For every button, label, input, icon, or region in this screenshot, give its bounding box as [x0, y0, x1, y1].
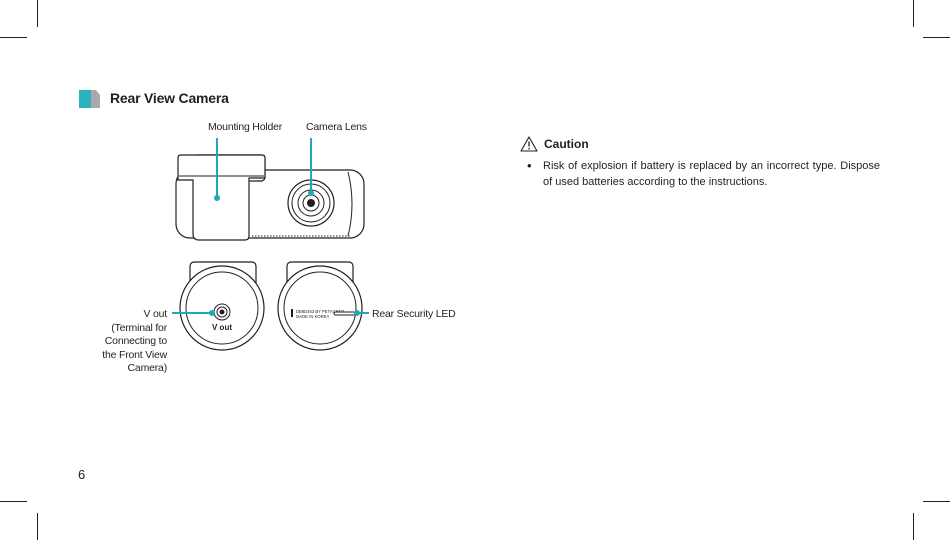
- crop-mark-bottom-right-v: [913, 513, 914, 540]
- caution-list: Risk of explosion if battery is replaced…: [520, 158, 880, 190]
- v-out-port: [219, 309, 225, 315]
- camera-side-view: [175, 154, 365, 241]
- caution-heading: Caution: [520, 136, 880, 152]
- label-v-out: V out (Terminal for Connecting to the Fr…: [92, 308, 167, 376]
- camera-lens: [307, 199, 315, 207]
- label-mounting-holder: Mounting Holder: [208, 121, 283, 133]
- label-v-out-line: (Terminal for: [111, 321, 167, 334]
- page-number: 6: [78, 467, 86, 482]
- v-out-port-label: V out: [212, 323, 232, 332]
- warning-triangle-icon: [520, 136, 538, 152]
- crop-mark-top-right-h: [923, 37, 950, 38]
- label-v-out-line: V out: [143, 308, 167, 320]
- label-v-out-line: Connecting to: [104, 335, 167, 347]
- label-rear-security-led: Rear Security LED: [372, 308, 456, 320]
- crop-mark-bottom-right-h: [923, 501, 950, 502]
- device-label-line1: DB8D463 BY PETAGENT: [296, 309, 345, 314]
- label-camera-lens: Camera Lens: [306, 121, 367, 133]
- section-title: Rear View Camera: [110, 90, 229, 106]
- crop-mark-bottom-left-v: [37, 513, 38, 540]
- crop-mark-top-left-v: [37, 0, 38, 27]
- section-marker-icon: [79, 90, 100, 108]
- caution-block: Caution Risk of explosion if battery is …: [520, 136, 880, 190]
- label-v-out-line: Camera): [127, 362, 168, 374]
- caution-title: Caution: [544, 137, 589, 151]
- crop-mark-bottom-left-h: [0, 501, 27, 502]
- crop-mark-top-left-h: [0, 37, 27, 38]
- camera-rear-view-left: V out: [179, 261, 265, 351]
- crop-mark-top-right-v: [913, 0, 914, 27]
- device-label-line2: MADE IN KOREA: [296, 314, 329, 319]
- callout-lines: [172, 138, 369, 316]
- label-v-out-line: the Front View: [102, 348, 167, 361]
- camera-rear-view-right: DB8D463 BY PETAGENT MADE IN KOREA: [277, 261, 363, 351]
- rear-security-led: [333, 311, 357, 316]
- caution-item: Risk of explosion if battery is replaced…: [527, 158, 880, 190]
